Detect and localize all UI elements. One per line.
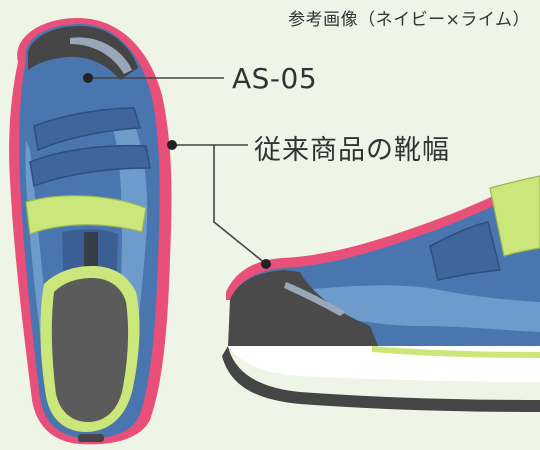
leader-lines [88,77,267,265]
top-toe-cap [27,26,138,80]
width-leader-line [172,144,267,265]
top-heel-tab [78,434,104,442]
conventional-width-callout: 従来商品の靴幅 [254,135,450,166]
side-view-shoe [222,175,540,412]
top-foot-opening [51,278,129,422]
width-marker-dot-top [167,140,177,150]
top-strap-1 [33,107,141,152]
top-strap-2 [29,144,151,188]
side-toe-highlight [284,282,346,316]
top-toe-highlight [70,37,132,74]
side-light-panel [300,285,540,332]
model-marker-dot [83,73,93,83]
caption: 参考画像（ネイビー×ライム） [288,10,530,30]
side-toe-cap [228,270,378,346]
side-lime-trim [372,346,540,358]
width-marker-dot-side [261,259,271,269]
model-callout: AS-05 [232,62,318,95]
side-outsole [222,346,540,412]
top-lime-strap [25,195,147,235]
top-view-shoe [9,18,172,445]
side-lime-strap [489,175,540,257]
side-strap-1 [429,221,501,281]
